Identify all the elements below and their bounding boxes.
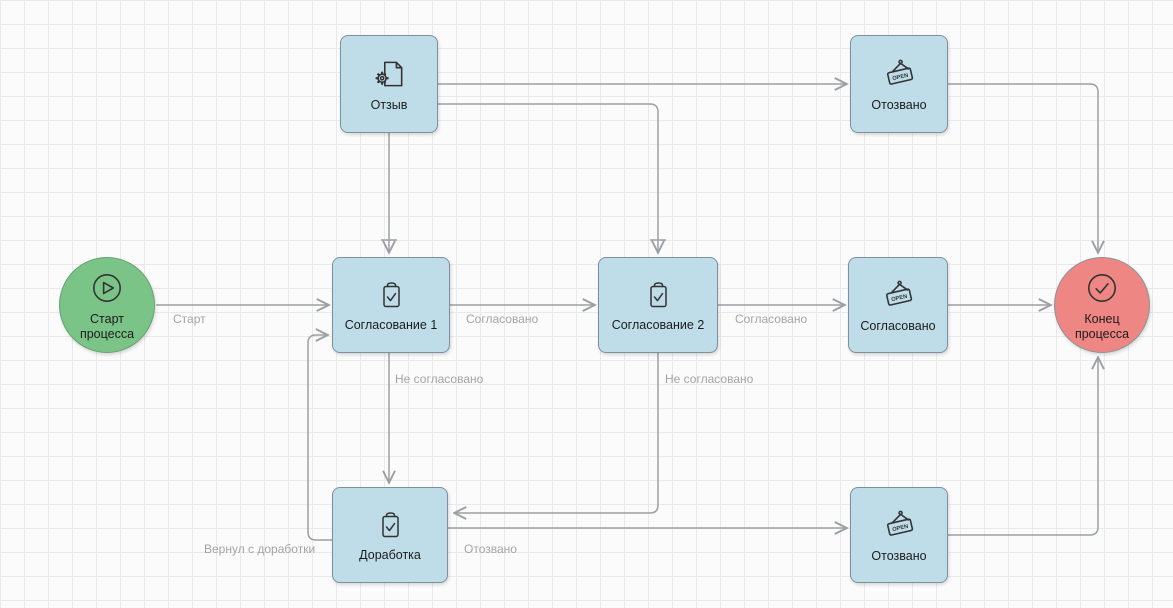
svg-text:OPEN: OPEN bbox=[891, 294, 908, 303]
edge-otozvano-top-to-end bbox=[948, 83, 1098, 252]
edge-label-approve1: Согласовано bbox=[466, 312, 539, 326]
edge-otozvano-bottom-to-end bbox=[948, 358, 1098, 536]
svg-text:OPEN: OPEN bbox=[892, 524, 909, 533]
play-circle-icon bbox=[88, 269, 126, 307]
node-otozvano-bottom[interactable]: OPEN Отозвано bbox=[850, 487, 948, 583]
document-gear-icon bbox=[370, 55, 408, 93]
node-start[interactable]: Старт процесса bbox=[59, 257, 155, 353]
node-end[interactable]: Конец процесса bbox=[1054, 257, 1150, 353]
node-otozvano-top[interactable]: OPEN Отозвано bbox=[850, 35, 948, 133]
node-soglasovanie-2[interactable]: Согласование 2 bbox=[598, 257, 718, 353]
node-label: Отозвано bbox=[871, 549, 927, 563]
clipboard-check-icon bbox=[372, 507, 408, 543]
node-dorabotka[interactable]: Доработка bbox=[332, 487, 448, 583]
node-label: Старт процесса bbox=[79, 311, 135, 341]
edge-label-reject1: Не согласовано bbox=[395, 372, 484, 386]
edge-otzyv-to-soglasovanie2 bbox=[438, 103, 658, 252]
node-soglasovano[interactable]: OPEN Согласовано bbox=[848, 257, 948, 353]
node-soglasovanie-1[interactable]: Согласование 1 bbox=[332, 257, 450, 353]
edge-label-reject2: Не согласовано bbox=[665, 372, 754, 386]
open-sign-icon: OPEN bbox=[880, 55, 918, 93]
edge-soglasovanie2-to-dorabotka bbox=[455, 353, 659, 513]
edge-label-returned: Вернул с доработки bbox=[204, 542, 316, 556]
edge-dorabotka-to-soglasovanie1 bbox=[307, 335, 332, 541]
node-label: Доработка bbox=[359, 548, 421, 562]
check-circle-icon bbox=[1083, 269, 1121, 307]
node-otzyv[interactable]: Отзыв bbox=[340, 35, 438, 133]
node-label: Согласовано bbox=[860, 319, 936, 333]
open-sign-icon: OPEN bbox=[879, 276, 917, 314]
node-label: Отзыв bbox=[370, 98, 408, 112]
node-label: Отозвано bbox=[871, 98, 927, 112]
open-sign-icon: OPEN bbox=[880, 506, 918, 544]
node-label: Согласование 2 bbox=[611, 318, 705, 332]
clipboard-check-icon bbox=[640, 277, 676, 313]
clipboard-check-icon bbox=[373, 277, 409, 313]
edge-label-start: Старт bbox=[173, 312, 206, 326]
edge-label-withdrawn: Отозвано bbox=[464, 542, 517, 556]
node-label: Согласование 1 bbox=[344, 318, 438, 332]
node-label: Конец процесса bbox=[1074, 311, 1130, 341]
svg-text:OPEN: OPEN bbox=[892, 73, 909, 82]
edge-label-approve2: Согласовано bbox=[735, 312, 808, 326]
